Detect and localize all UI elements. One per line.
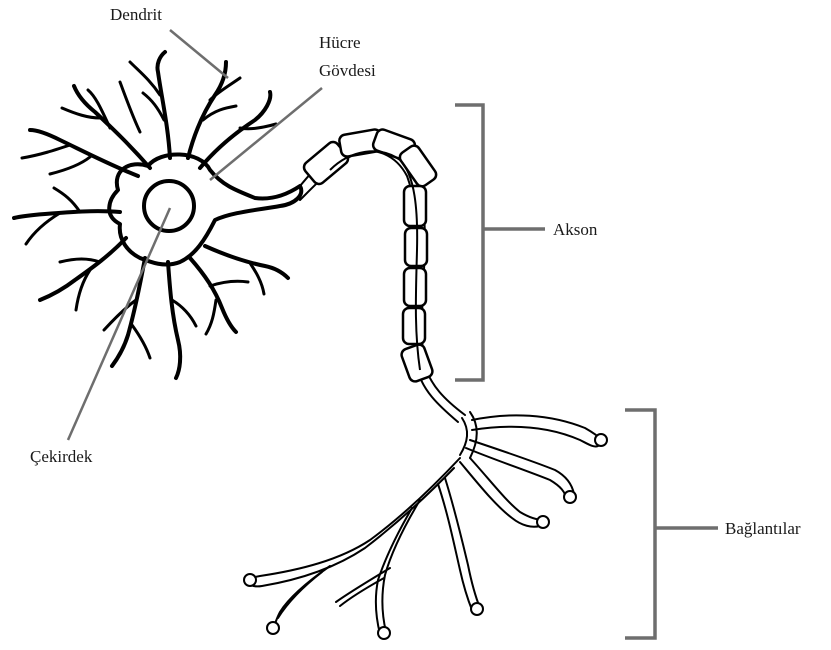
- axon-group: [244, 128, 607, 639]
- leader-lines: [68, 30, 322, 440]
- axon-label: Akson: [553, 220, 598, 239]
- axon-terminals: [244, 412, 607, 639]
- nucleus-label: Çekirdek: [30, 447, 93, 466]
- dendrite-leader: [170, 30, 228, 78]
- cell-body-label-line2: Gövdesi: [319, 61, 376, 80]
- dendrite-label: Dendrit: [110, 5, 162, 24]
- myelin-sheath: [302, 128, 439, 383]
- cell-body-label-line1: Hücre: [319, 33, 361, 52]
- axon-bracket: [455, 105, 545, 380]
- cell-body-group: [14, 52, 301, 378]
- terminals-label: Bağlantılar: [725, 519, 801, 538]
- nucleus-circle: [144, 181, 194, 231]
- terminals-bracket: [625, 410, 718, 638]
